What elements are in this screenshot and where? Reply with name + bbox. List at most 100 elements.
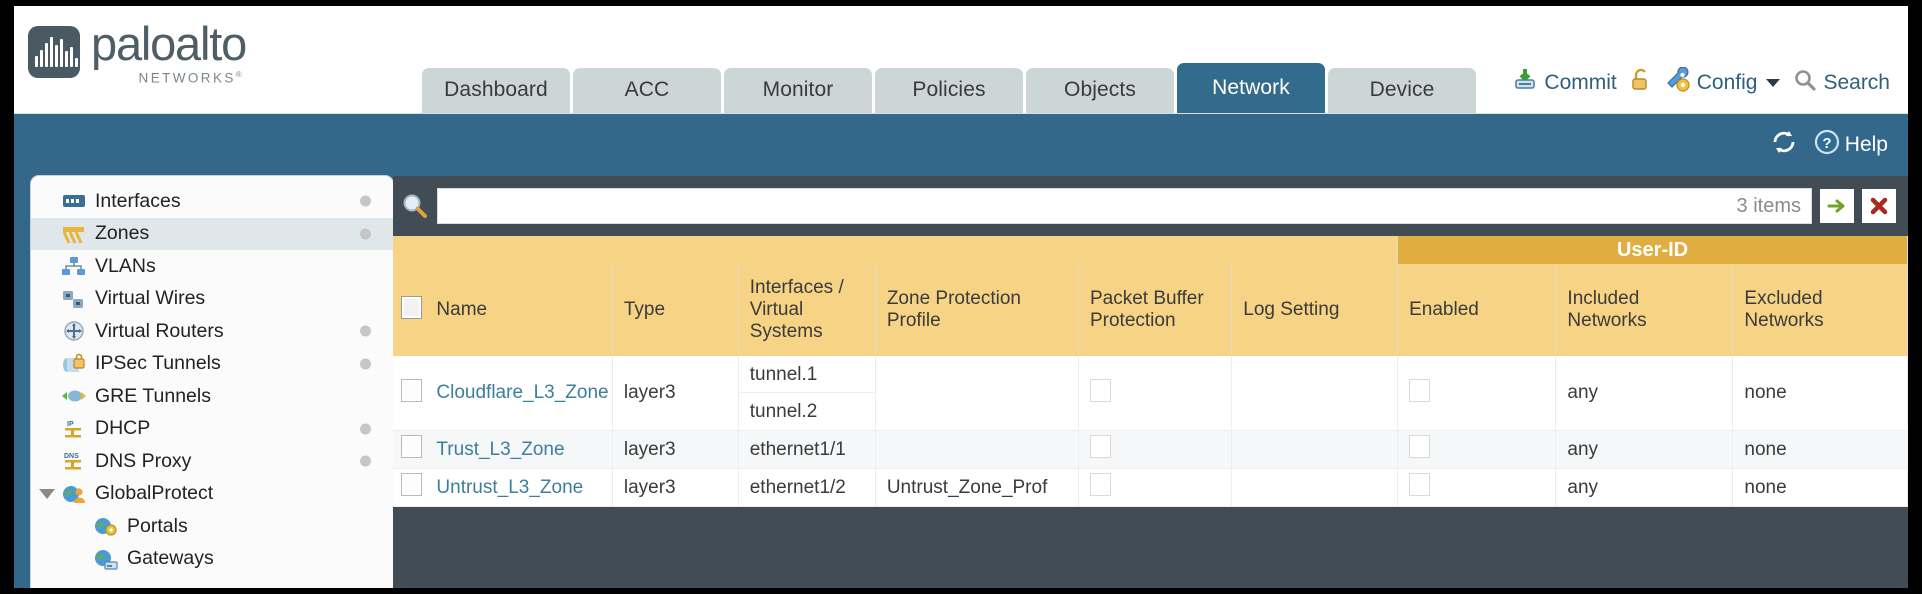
column-header-label: Enabled xyxy=(1409,299,1479,321)
row-select-checkbox[interactable] xyxy=(401,473,422,496)
column-header-zone-protection-profile[interactable]: Zone Protection Profile xyxy=(875,264,1079,356)
svg-text:DNS: DNS xyxy=(64,453,79,460)
column-header-label: Log Setting xyxy=(1243,299,1340,321)
tab-policies[interactable]: Policies xyxy=(875,68,1023,113)
zone-name-link[interactable]: Untrust_L3_Zone xyxy=(436,476,584,498)
sidebar-item-dns-proxy[interactable]: DNS DNS Proxy xyxy=(31,445,393,478)
column-header-label: Excluded Networks xyxy=(1744,288,1824,331)
column-header-excluded-networks[interactable]: Excluded Networks xyxy=(1732,264,1908,356)
packet-buffer-protection-checkbox[interactable] xyxy=(1089,473,1111,496)
cell-userid-enabled xyxy=(1397,430,1557,469)
sidebar-item-status-dot xyxy=(360,358,371,370)
config-label: Config xyxy=(1696,71,1758,94)
sidebar-item-virtual-routers[interactable]: Virtual Routers xyxy=(31,315,393,348)
commit-button[interactable]: Commit xyxy=(1512,67,1617,99)
column-header-name[interactable]: Name xyxy=(425,264,613,356)
sidebar-item-label: GlobalProtect xyxy=(95,482,214,505)
row-select-checkbox[interactable] xyxy=(401,435,422,458)
apply-arrow-icon xyxy=(1827,199,1845,213)
sidebar-item-ipsec-tunnels[interactable]: IPSec Tunnels xyxy=(31,348,393,381)
column-header-included-networks[interactable]: Included Networks xyxy=(1555,264,1734,356)
select-all-checkbox[interactable] xyxy=(401,295,422,319)
unlock-icon xyxy=(1630,68,1652,98)
packet-buffer-protection-checkbox[interactable] xyxy=(1089,378,1111,402)
sidebar-item-vlans[interactable]: VLANs xyxy=(31,250,393,283)
help-question-icon: ? xyxy=(1814,129,1840,161)
search-input[interactable]: 3 items xyxy=(437,188,1812,224)
search-button[interactable]: Search xyxy=(1793,68,1890,98)
search-magnifier-icon[interactable] xyxy=(401,192,429,220)
cell-excluded-networks: none xyxy=(1732,356,1908,431)
cell-zone-protection-profile xyxy=(875,430,1079,469)
tab-label: Objects xyxy=(1064,78,1136,101)
cell-interfaces: ethernet1/2 xyxy=(738,468,876,507)
userid-enabled-checkbox[interactable] xyxy=(1409,473,1431,496)
tab-acc[interactable]: ACC xyxy=(573,68,721,113)
sidebar-item-globalprotect[interactable]: GlobalProtect xyxy=(31,478,393,511)
tab-device[interactable]: Device xyxy=(1328,68,1476,113)
clear-filter-button[interactable] xyxy=(1862,189,1896,223)
zone-name-link[interactable]: Cloudflare_L3_Zone xyxy=(436,382,609,403)
interface-entry: ethernet1/2 xyxy=(749,477,846,498)
refresh-icon[interactable] xyxy=(1770,129,1798,161)
lock-button[interactable] xyxy=(1630,68,1652,98)
svg-text:?: ? xyxy=(1822,135,1831,152)
sidebar-item-gateways[interactable]: Gateways xyxy=(31,543,393,576)
sidebar-item-portals[interactable]: Portals xyxy=(31,510,393,543)
sidebar-item-label: GRE Tunnels xyxy=(95,384,211,407)
sidebar-item-virtual-wires[interactable]: Virtual Wires xyxy=(31,283,393,316)
packet-buffer-protection-checkbox[interactable] xyxy=(1089,435,1111,458)
cell-packet-buffer-protection xyxy=(1078,468,1233,507)
commit-save-icon xyxy=(1512,67,1538,99)
interfaces-icon xyxy=(61,190,87,212)
cell-log-setting xyxy=(1231,356,1399,431)
cell-packet-buffer-protection xyxy=(1078,356,1233,431)
search-magnifier-icon xyxy=(1793,68,1817,98)
select-all-header xyxy=(393,264,426,356)
sidebar-item-label: DNS Proxy xyxy=(95,449,192,472)
column-header-interfaces-virtual-systems[interactable]: Interfaces / Virtual Systems xyxy=(738,264,876,356)
cell-included-networks: any xyxy=(1555,430,1734,469)
sidebar-item-interfaces[interactable]: Interfaces xyxy=(31,185,393,218)
help-button[interactable]: ? Help xyxy=(1814,129,1888,161)
cell-excluded-networks-text: none xyxy=(1744,476,1787,498)
column-header-type[interactable]: Type xyxy=(612,264,739,356)
zone-name-link[interactable]: Trust_L3_Zone xyxy=(436,438,565,460)
cell-name: Trust_L3_Zone xyxy=(425,430,613,469)
cell-included-networks: any xyxy=(1555,356,1734,431)
ipsec-tunnels-icon xyxy=(61,353,87,375)
row-select-checkbox[interactable] xyxy=(401,378,422,402)
zones-icon xyxy=(61,223,87,245)
tab-dashboard[interactable]: Dashboard xyxy=(422,68,570,113)
cell-type-text: layer3 xyxy=(623,476,676,498)
search-label: Search xyxy=(1823,71,1890,94)
tab-objects[interactable]: Objects xyxy=(1026,68,1174,113)
help-label: Help xyxy=(1844,133,1888,156)
interface-entry: tunnel.1 xyxy=(738,356,875,393)
column-header-enabled[interactable]: Enabled xyxy=(1397,264,1557,356)
config-menu[interactable]: Config xyxy=(1665,66,1781,99)
tab-network[interactable]: Network xyxy=(1177,63,1325,113)
userid-enabled-checkbox[interactable] xyxy=(1409,435,1431,458)
sidebar-item-zones[interactable]: Zones xyxy=(31,217,393,250)
sidebar-item-label: Virtual Routers xyxy=(95,319,224,342)
userid-enabled-checkbox[interactable] xyxy=(1409,378,1431,402)
expander-triangle-icon[interactable] xyxy=(39,488,55,499)
sidebar-item-gre-tunnels[interactable]: GRE Tunnels xyxy=(31,380,393,413)
interface-entry: tunnel.2 xyxy=(749,401,818,422)
column-header-label: Zone Protection Profile xyxy=(886,288,1021,331)
column-header-log-setting[interactable]: Log Setting xyxy=(1231,264,1399,356)
globalprotect-icon xyxy=(61,483,87,505)
column-header-packet-buffer-protection[interactable]: Packet Buffer Protection xyxy=(1078,264,1233,356)
apply-filter-button[interactable] xyxy=(1820,189,1854,223)
sidebar-item-status-dot xyxy=(360,325,371,337)
tab-monitor[interactable]: Monitor xyxy=(724,68,872,113)
